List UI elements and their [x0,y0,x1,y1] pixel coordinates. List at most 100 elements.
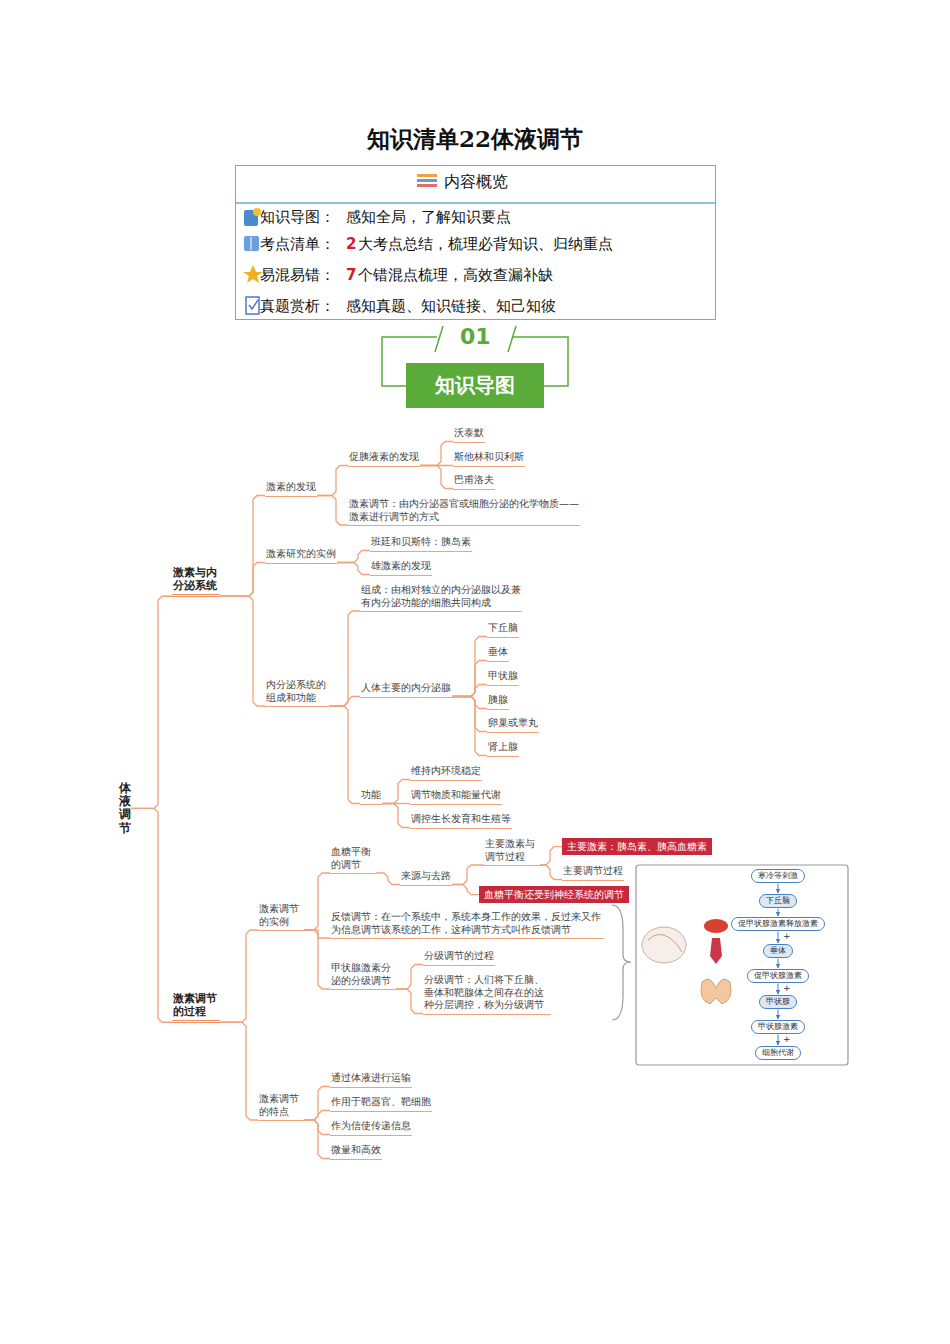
topic-node: 分级调节：人们将下丘脑、垂体和靶腺体之间存在的这种分层调控，称为分级调节 [423,974,551,1015]
flow-box: 下丘脑 [759,894,797,908]
topic-node: 分级调节的过程 [423,950,495,966]
topic-node: 反馈调节：在一个系统中，系统本身工作的效果，反过来又作为信息调节该系统的工作，这… [330,911,604,939]
topic-node: 血糖平衡的调节 [330,846,376,874]
node-text: 卵巢或睾丸 [488,717,538,730]
topic-node: 甲状腺 [487,670,519,686]
flow-box: 垂体 [763,944,793,958]
flow-box: 细胞代谢 [755,1046,801,1060]
branch-line [382,780,410,804]
branch-line [329,697,360,707]
node-text: 主要调节过程 [563,865,623,878]
topic-node: 激素调节：由内分泌器官或细胞分泌的化学物质——激素进行调节的方式 [348,498,580,526]
topic-node: 内分泌系统的组成和功能 [265,679,329,707]
node-text: 激素调节：由内分泌器官或细胞分泌的化学物质——激素进行调节的方式 [349,498,579,523]
branch-line [452,637,487,697]
node-text: 巴甫洛夫 [454,474,494,487]
overview-text: 考点清单： [260,235,346,254]
section-banner: 知识导图 [406,363,544,408]
node-text: 功能 [361,789,381,802]
node-text: 激素的发现 [266,481,316,494]
highlight-box: 主要激素：胰岛素、胰高血糖素 [562,838,712,855]
node-text: 内分泌系统的组成和功能 [266,679,328,704]
figure-panel [636,865,848,1065]
overview-text: 大考点总结，梳理必背知识、归纳重点 [358,235,613,254]
branch-line [396,965,423,990]
topic-node: 主要调节过程 [562,865,624,881]
branch-line [220,1022,258,1120]
topic-node: 激素研究的实例 [265,548,337,564]
flow-box: 寒冷等刺激 [751,869,805,883]
topic-node: 调节物质和能量代谢 [410,789,502,805]
topic-node: 巴甫洛夫 [453,474,495,490]
node-text: 甲状腺 [766,997,790,1007]
node-text: 细胞代谢 [762,1048,794,1058]
topic-node: 斯他林和贝利斯 [453,451,525,467]
node-text: 激素与内分泌系统 [173,566,219,592]
overview-row: 真题赏析：感知真题、知识链接、知己知彼 [260,297,556,316]
flow-box: 甲状腺 [759,995,797,1009]
branch-line [304,873,330,930]
node-text: 肾上腺 [488,741,518,754]
overview-text: 真题赏析： [260,297,346,316]
edge-label: + [782,984,792,993]
node-text: 甲状腺激素 [758,1022,798,1032]
branch-line [304,930,330,938]
branch-line [304,1087,330,1121]
node-text: 激素调节的特点 [259,1093,303,1118]
branch-line [304,1111,330,1121]
topic-node: 人体主要的内分泌腺 [360,682,452,698]
branch-line [452,685,487,697]
branch-line [420,442,453,466]
node-text: 知识导图 [406,363,544,408]
branch-line [382,804,410,828]
node-text: 微量和高效 [331,1144,381,1157]
topic-node: 激素调节的实例 [258,903,304,931]
edge-label: + [782,932,792,941]
node-text: 血糖平衡还受到神经系统的调节 [484,889,624,900]
node-text: 甲状腺激素分泌的分级调节 [331,962,395,987]
branch-line [131,808,172,1022]
node-text: 分级调节：人们将下丘脑、垂体和靶腺体之间存在的这种分层调控，称为分级调节 [424,974,550,1012]
node-text: 主要激素：胰岛素、胰高血糖素 [567,841,707,852]
branch-line [452,697,487,732]
node-text: 促甲状腺激素释放激素 [738,919,818,929]
node-text: 下丘脑 [766,896,790,906]
node-text: 作用于靶器官、靶细胞 [331,1096,431,1109]
node-text: 斯他林和贝利斯 [454,451,524,464]
branch-line [337,551,370,563]
flow-arrow [778,959,779,968]
topic-node: 班廷和贝斯特：胰岛素 [370,536,472,552]
topic-node: 甲状腺激素分泌的分级调节 [330,962,396,990]
overview-text: 感知真题、知识链接、知己知彼 [346,297,556,316]
branch-line [420,466,453,489]
overview-text: 2 [346,235,356,253]
branch-line [304,930,330,989]
overview-divider [235,203,716,204]
branch-line [452,697,487,756]
node-text: 反馈调节：在一个系统中，系统本身工作的效果，反过来又作为信息调节该系统的工作，这… [331,911,603,936]
node-text: 促胰液素的发现 [349,451,419,464]
flow-arrow [778,1035,779,1045]
page-title: 知识清单22体液调节 [0,124,950,155]
topic-node: 胰腺 [487,694,509,710]
header-icon [417,174,437,187]
branch-line [329,611,360,706]
topic-node: 通过体液进行运输 [330,1072,412,1088]
topic-node: 肾上腺 [487,741,519,757]
flow-box: 促甲状腺激素 [747,969,809,983]
branch-line [317,496,348,526]
topic-node: 组成：由相对独立的内分泌腺以及兼有内分泌功能的细胞共同构成 [360,584,522,612]
branch-line [540,847,562,865]
topic-node: 沃泰默 [453,427,485,443]
node-text: 作为信使传递信息 [331,1120,411,1133]
flow-arrow [778,932,779,943]
flow-arrow [778,1010,779,1019]
flow-arrow [778,909,779,916]
topic-node: 来源与去路 [400,870,452,886]
flow-arrow [778,984,779,994]
node-text: 分级调节的过程 [424,950,494,963]
branch-line [220,596,265,706]
node-text: 通过体液进行运输 [331,1072,411,1085]
topic-node: 垂体 [487,646,509,662]
topic-node: 激素调节的特点 [258,1093,304,1121]
